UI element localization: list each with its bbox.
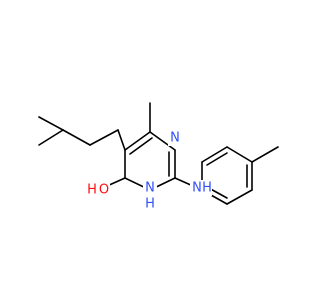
bond-chain-3 bbox=[117, 129, 126, 151]
bond-ring-c5-c6-double bbox=[129, 137, 153, 155]
bond-aryl-1 bbox=[201, 146, 228, 163]
bond-chain-1 bbox=[62, 129, 91, 146]
amine-nitrogen-label: N bbox=[192, 181, 202, 196]
bonds-group bbox=[38, 102, 279, 205]
bond-isopropyl-ch3-bottom bbox=[38, 129, 64, 146]
ring-nh-nitrogen-label: N bbox=[145, 181, 155, 196]
bond-aryl-methyl bbox=[251, 146, 279, 163]
bond-ring-c6-n1 bbox=[149, 131, 176, 151]
bond-ring-c5-c6 bbox=[124, 131, 151, 151]
molecule-structure-diagram: N N H N H H O bbox=[38, 102, 279, 212]
bond-aryl-double-1 bbox=[206, 152, 228, 166]
bond-chain-2 bbox=[89, 129, 119, 146]
ring-nitrogen-label: N bbox=[170, 131, 180, 146]
ring-nh-hydrogen-label: H bbox=[145, 197, 155, 212]
bond-aryl-4 bbox=[226, 189, 253, 205]
hydroxyl-oxygen-label: O bbox=[99, 183, 109, 198]
atom-labels-group: N N H N H H O bbox=[87, 130, 212, 212]
amine-hydrogen-label: H bbox=[202, 181, 212, 196]
hydroxyl-hydrogen-label: H bbox=[87, 183, 97, 198]
bond-isopropyl-ch3-top bbox=[38, 116, 64, 131]
bond-aryl-2 bbox=[226, 146, 253, 163]
